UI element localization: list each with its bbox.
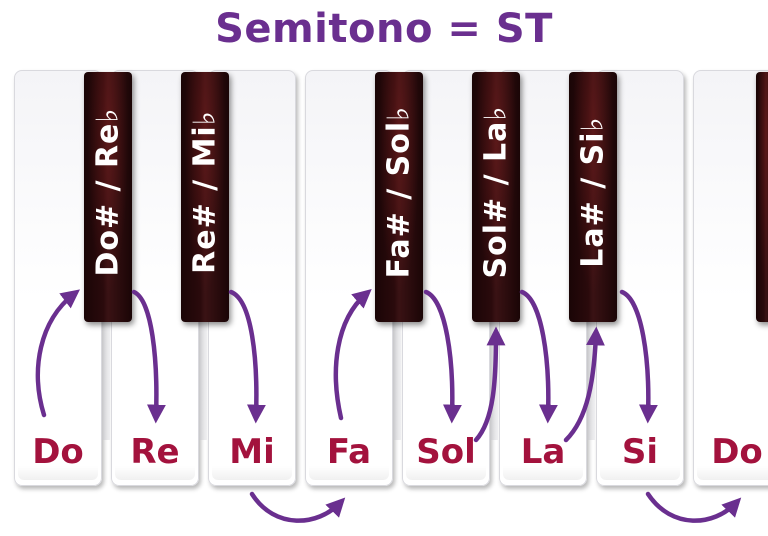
white-key-label: Fa [326, 432, 372, 472]
black-key-do-sharp[interactable]: Do# / Re♭ [84, 72, 132, 322]
diagram-title: Semitono = ST [215, 6, 553, 52]
key-gap [393, 320, 401, 440]
white-key-label: Sol [416, 432, 476, 472]
key-gap [102, 320, 110, 440]
white-key-label: Do [711, 432, 763, 472]
white-key-do-high[interactable] [693, 70, 768, 486]
black-key-re-sharp[interactable]: Re# / Mi♭ [181, 72, 229, 322]
white-key-label: La [520, 432, 566, 472]
arrow-si-to-do [645, 491, 742, 523]
arrow-lasharp-to-si [619, 289, 658, 424]
arrow-dosharp-to-re [131, 289, 166, 424]
arrow-solsharp-to-la [519, 289, 558, 424]
white-key-label: Do [32, 432, 84, 472]
key-gap [199, 320, 207, 440]
arrow-do-to-dosharp [35, 289, 81, 418]
white-key-label: Mi [229, 432, 275, 472]
black-key-fa-sharp[interactable]: Fa# / Sol♭ [375, 72, 423, 322]
white-key-label: Re [130, 432, 180, 472]
arrow-resharp-to-mi [228, 289, 266, 424]
white-key-label: Si [621, 432, 659, 472]
arrow-la-to-lasharp [563, 326, 605, 443]
black-key-partial[interactable] [756, 72, 768, 322]
arrow-mi-to-fa [249, 491, 346, 523]
arrow-sol-to-solsharp [473, 326, 506, 443]
arrow-fa-to-fasharp [333, 289, 372, 421]
black-key-la-sharp[interactable]: La# / Si♭ [569, 72, 617, 322]
black-key-sol-sharp[interactable]: Sol# / La♭ [472, 72, 520, 322]
arrow-fasharp-to-sol [423, 289, 462, 424]
